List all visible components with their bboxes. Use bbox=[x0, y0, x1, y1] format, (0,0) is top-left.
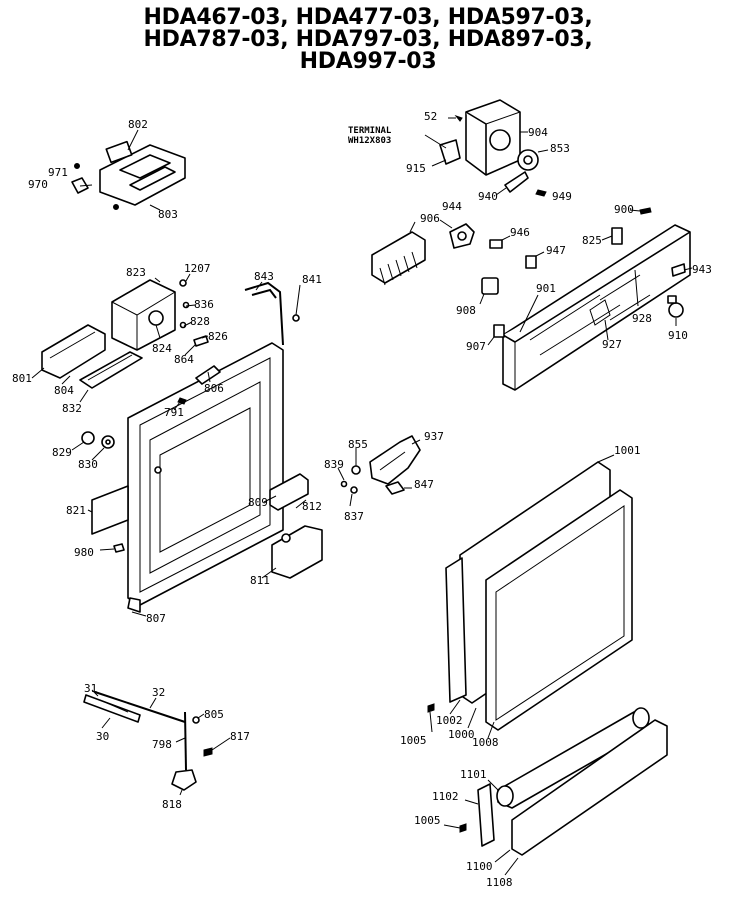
label-980: 980 bbox=[74, 546, 94, 559]
label-804: 804 bbox=[54, 384, 74, 397]
door-spring-linkage bbox=[83, 689, 231, 796]
switch-parts bbox=[371, 219, 545, 346]
label-821: 821 bbox=[66, 504, 86, 517]
label-811: 811 bbox=[250, 574, 270, 587]
label-52: 52 bbox=[424, 110, 437, 123]
label-843: 843 bbox=[254, 270, 274, 283]
label-791: 791 bbox=[164, 406, 184, 419]
label-1207: 1207 bbox=[184, 262, 211, 275]
label-927: 927 bbox=[602, 338, 622, 351]
detergent-dispenser bbox=[31, 273, 221, 461]
model-list-line-2: HDA787-03, HDA797-03, HDA897-03, bbox=[143, 27, 593, 52]
label-946: 946 bbox=[510, 226, 530, 239]
label-829: 829 bbox=[52, 446, 72, 459]
label-971: 971 bbox=[48, 166, 68, 179]
label-839: 839 bbox=[324, 458, 344, 471]
label-970: 970 bbox=[28, 178, 48, 191]
label-915: 915 bbox=[406, 162, 426, 175]
label-1008: 1008 bbox=[472, 736, 499, 749]
label-944: 944 bbox=[442, 200, 462, 213]
toe-kick-panel bbox=[443, 707, 668, 876]
terminal-note-line-1: TERMINAL bbox=[348, 126, 392, 136]
label-798: 798 bbox=[152, 738, 172, 751]
label-807: 807 bbox=[146, 612, 166, 625]
label-1001: 1001 bbox=[614, 444, 641, 457]
label-901: 901 bbox=[536, 282, 556, 295]
label-809: 809 bbox=[248, 496, 268, 509]
label-1102: 1102 bbox=[432, 790, 459, 803]
label-910: 910 bbox=[668, 329, 688, 342]
label-30: 30 bbox=[96, 730, 109, 743]
label-836: 836 bbox=[194, 298, 214, 311]
label-832: 832 bbox=[62, 402, 82, 415]
part-number-labels: 802 971 970 803 TERMINAL WH12X803 52 904… bbox=[12, 110, 712, 889]
label-826: 826 bbox=[208, 330, 228, 343]
label-943: 943 bbox=[692, 263, 712, 276]
label-824: 824 bbox=[152, 342, 172, 355]
label-906: 906 bbox=[420, 212, 440, 225]
label-805: 805 bbox=[204, 708, 224, 721]
label-841: 841 bbox=[302, 273, 322, 286]
label-823: 823 bbox=[126, 266, 146, 279]
label-940: 940 bbox=[478, 190, 498, 203]
control-panel bbox=[502, 207, 693, 391]
label-837: 837 bbox=[344, 510, 364, 523]
label-928: 928 bbox=[632, 312, 652, 325]
door-latch-assembly bbox=[71, 129, 186, 211]
label-1000: 1000 bbox=[448, 728, 475, 741]
label-1100: 1100 bbox=[466, 860, 493, 873]
door-hinge-parts bbox=[337, 435, 421, 507]
model-list-line-3: HDA997-03 bbox=[299, 49, 437, 74]
label-907: 907 bbox=[466, 340, 486, 353]
timer-assembly bbox=[424, 99, 549, 197]
label-31: 31 bbox=[84, 682, 97, 695]
label-1108: 1108 bbox=[486, 876, 513, 889]
label-864: 864 bbox=[174, 353, 194, 366]
label-900: 900 bbox=[614, 203, 634, 216]
label-1005-kick: 1005 bbox=[414, 814, 441, 827]
label-803: 803 bbox=[158, 208, 178, 221]
label-1002: 1002 bbox=[436, 714, 463, 727]
inner-door-panel bbox=[87, 281, 323, 617]
label-32: 32 bbox=[152, 686, 165, 699]
terminal-note-line-2: WH12X803 bbox=[348, 136, 391, 146]
label-908: 908 bbox=[456, 304, 476, 317]
label-818: 818 bbox=[162, 798, 182, 811]
label-817: 817 bbox=[230, 730, 250, 743]
label-855: 855 bbox=[348, 438, 368, 451]
label-1101: 1101 bbox=[460, 768, 487, 781]
model-list-line-1: HDA467-03, HDA477-03, HDA597-03, bbox=[143, 5, 593, 30]
label-801: 801 bbox=[12, 372, 32, 385]
label-806: 806 bbox=[204, 382, 224, 395]
label-847: 847 bbox=[414, 478, 434, 491]
label-825: 825 bbox=[582, 234, 602, 247]
label-947: 947 bbox=[546, 244, 566, 257]
label-904: 904 bbox=[528, 126, 548, 139]
label-802: 802 bbox=[128, 118, 148, 131]
label-949: 949 bbox=[552, 190, 572, 203]
outer-door-panels bbox=[427, 454, 633, 739]
label-812: 812 bbox=[302, 500, 322, 513]
label-853: 853 bbox=[550, 142, 570, 155]
label-828: 828 bbox=[190, 315, 210, 328]
label-1005-door: 1005 bbox=[400, 734, 427, 747]
label-937: 937 bbox=[424, 430, 444, 443]
label-830: 830 bbox=[78, 458, 98, 471]
